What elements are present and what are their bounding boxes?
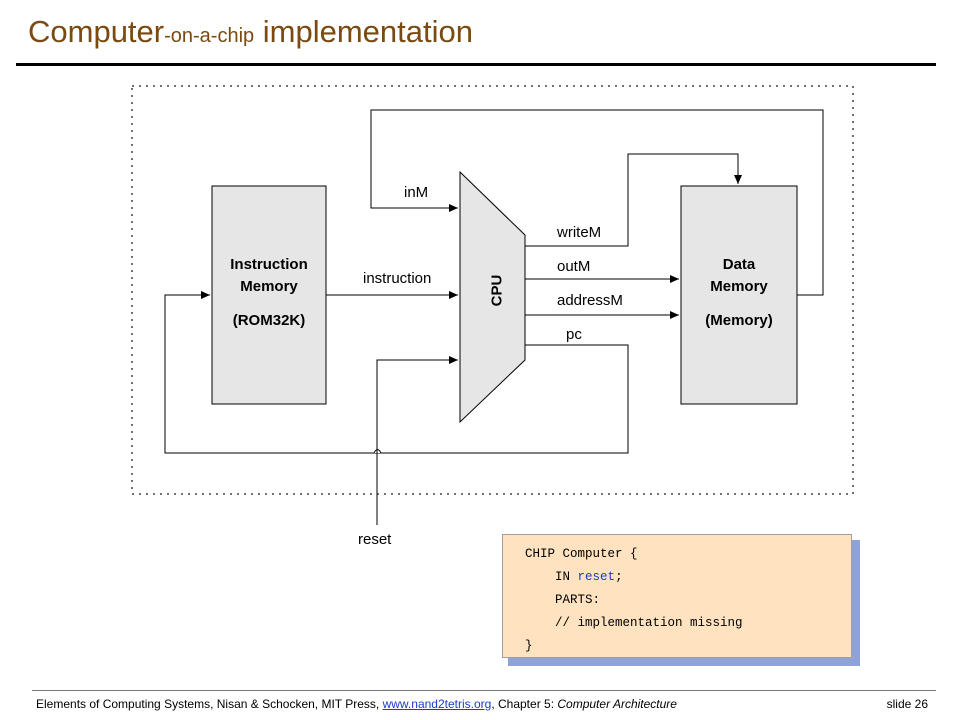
code-line-3: PARTS:: [555, 593, 601, 607]
title-main: Computer: [28, 14, 165, 49]
signal-reset: reset: [358, 531, 392, 548]
inM-wire: [370, 109, 824, 296]
code-line-5: }: [525, 639, 533, 653]
hdl-code-box: CHIP Computer { IN reset; PARTS: // impl…: [502, 534, 852, 658]
footer-link[interactable]: www.nand2tetris.org: [382, 697, 492, 711]
data-memory-box: [680, 185, 798, 405]
footer-rule: [32, 690, 936, 691]
title-small: -on-a-chip: [164, 25, 255, 47]
cpu-label: CPU: [488, 274, 506, 307]
instruction-memory-label: Instruction Memory (ROM32K): [230, 256, 308, 329]
signal-addressM: addressM: [557, 292, 623, 309]
writeM-wire: [525, 153, 742, 247]
cpu-shape: [459, 170, 526, 424]
footer: Elements of Computing Systems, Nisan & S…: [36, 697, 677, 711]
title-rest: implementation: [262, 14, 473, 49]
signal-pc: pc: [566, 326, 582, 343]
title-rule: [16, 63, 936, 66]
instruction-memory-box: [211, 185, 327, 405]
code-line-2: IN reset;: [555, 570, 623, 584]
page-title: Computer-on-a-chip implementation: [28, 14, 473, 50]
signal-instruction: instruction: [363, 270, 432, 287]
code-line-1: CHIP Computer {: [525, 547, 638, 561]
signal-outM: outM: [557, 258, 591, 275]
signal-writeM: writeM: [557, 224, 602, 241]
reset-wire: [376, 356, 458, 525]
code-line-4: // implementation missing: [555, 616, 743, 630]
data-memory-label: Data Memory (Memory): [705, 256, 773, 329]
slide-number: slide 26: [886, 697, 928, 711]
signal-inM: inM: [404, 184, 429, 201]
computer-boundary: [131, 85, 854, 495]
